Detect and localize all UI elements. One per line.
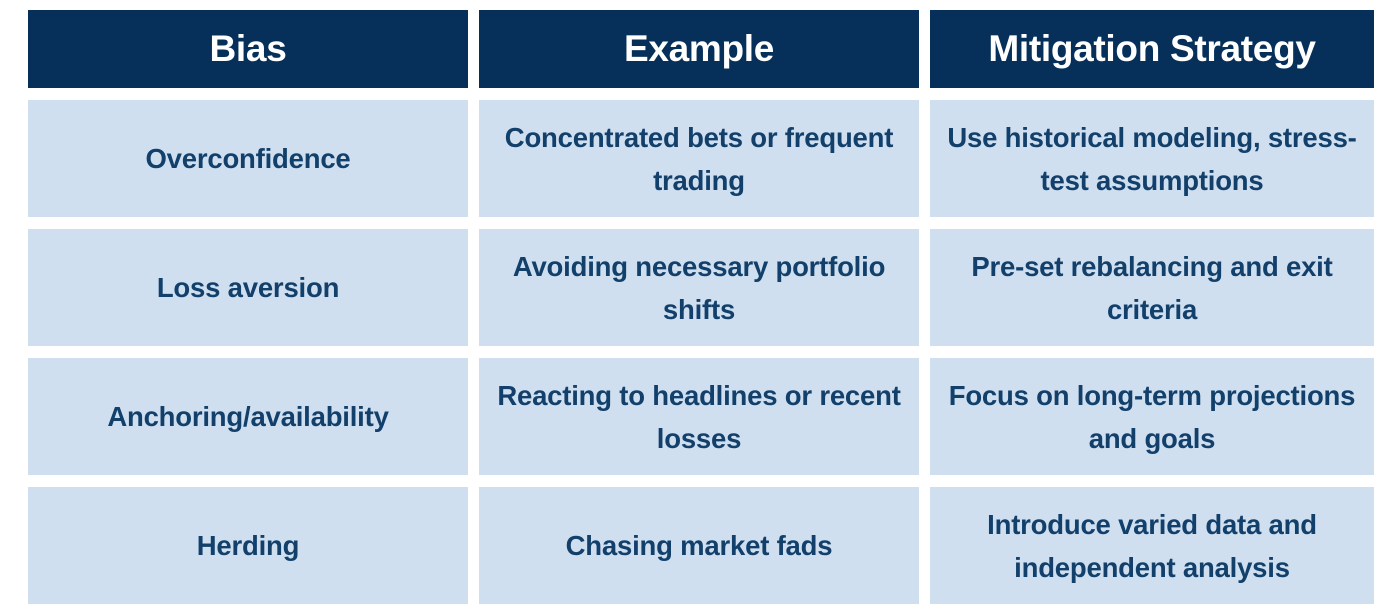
bias-mitigation-table: Bias Example Mitigation Strategy Overcon… [28,10,1374,610]
table-row: Pre-set rebalancing and exit criteria [930,229,1374,346]
table-header-bias: Bias [28,10,468,88]
table-row: Anchoring/availability [28,358,468,475]
column-header-label: Mitigation Strategy [988,28,1316,69]
cell-example: Concentrated bets or frequent trading [504,121,894,196]
cell-mitigation: Introduce varied data and independent an… [987,508,1317,583]
cell-bias: Herding [196,530,300,561]
cell-mitigation: Use historical modeling, stress-test ass… [947,121,1357,196]
table-row: Chasing market fads [479,487,919,604]
cell-bias: Loss aversion [156,272,340,303]
table-row: Avoiding necessary portfolio shifts [479,229,919,346]
table-row: Loss aversion [28,229,468,346]
table-header-example: Example [479,10,919,88]
cell-bias: Anchoring/availability [107,401,389,432]
cell-example: Reacting to headlines or recent losses [497,379,901,454]
table-row: Concentrated bets or frequent trading [479,100,919,217]
table-row: Reacting to headlines or recent losses [479,358,919,475]
cell-bias: Overconfidence [145,143,351,174]
table-row: Use historical modeling, stress-test ass… [930,100,1374,217]
cell-example: Avoiding necessary portfolio shifts [512,250,886,325]
table-row: Overconfidence [28,100,468,217]
table-header-mitigation-strategy: Mitigation Strategy [930,10,1374,88]
cell-mitigation: Focus on long-term projections and goals [948,379,1356,454]
column-header-label: Example [623,28,775,69]
table-row: Focus on long-term projections and goals [930,358,1374,475]
table-row: Herding [28,487,468,604]
table-row: Introduce varied data and independent an… [930,487,1374,604]
cell-mitigation: Pre-set rebalancing and exit criteria [971,250,1333,325]
table-grid: Bias Example Mitigation Strategy Overcon… [28,10,1374,604]
cell-example: Chasing market fads [565,530,833,561]
column-header-label: Bias [209,28,287,69]
